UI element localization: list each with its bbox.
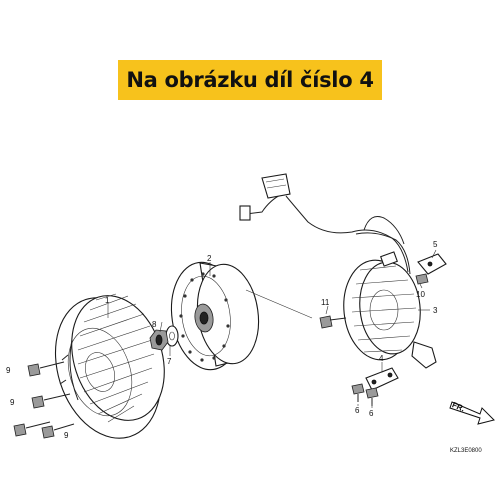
leader-lines [107,249,437,408]
diagram-code: KZL3E0800 [450,448,482,454]
callout-6b: 6 [369,409,374,418]
banner-text: Na obrázku díl číslo 4 [126,68,374,92]
callout-7: 7 [167,357,172,366]
front-direction-arrow: FR. [449,400,495,425]
washer-part [165,325,179,347]
callout-8: 8 [152,320,157,329]
callout-11: 11 [321,298,330,307]
callout-5: 5 [433,240,438,249]
callout-9a: 9 [6,366,11,375]
bolt-part-6 [351,383,379,406]
part-number-banner: Na obrázku díl číslo 4 [118,60,382,100]
callout-9b: 9 [10,398,15,407]
callout-3: 3 [433,306,438,315]
flywheel-rotor-part [170,261,260,371]
bolt-part-9 [13,361,75,439]
callout-9c: 9 [64,431,69,440]
direction-label: FR. [451,400,466,413]
callout-10: 10 [416,290,425,299]
callout-1: 1 [105,296,110,305]
fan-cover-part [54,293,165,439]
nut-part [149,329,169,351]
callout-6a: 6 [355,406,360,415]
holder-plate-part-4 [365,367,399,391]
stator-part [343,259,437,369]
bracket-part-5 [417,253,447,275]
bolt-part-10 [415,273,429,285]
callout-2: 2 [207,254,212,263]
wiring-harness [239,173,411,275]
callout-4: 4 [379,354,384,363]
bolt-part-11 [319,315,347,329]
